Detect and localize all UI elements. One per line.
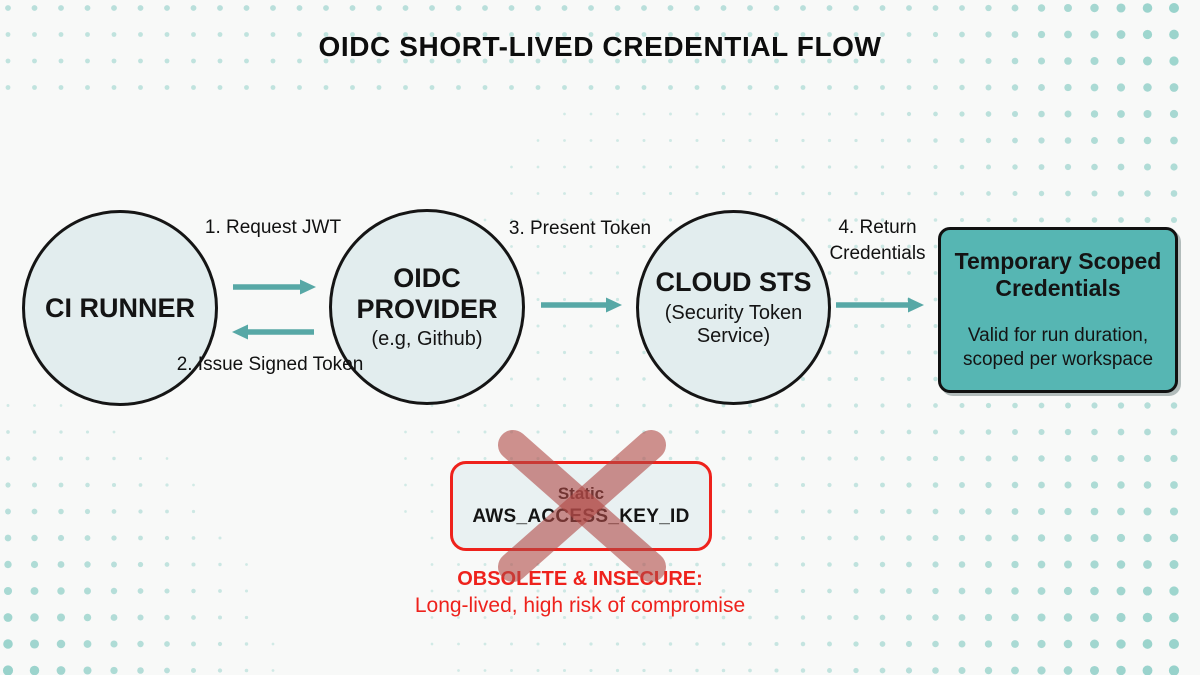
node-ci-runner-label: CI RUNNER — [44, 292, 195, 323]
node-oidc-provider: OIDC PROVIDER (e.g, Github) — [329, 209, 525, 405]
step-3-label: 3. Present Token — [508, 218, 652, 239]
node-cloud-sts: CLOUD STS (Security Token Service) — [636, 210, 831, 405]
diagram-title: OIDC SHORT-LIVED CREDENTIAL FLOW — [318, 31, 882, 62]
result-box-body: Valid for run duration, scoped per works… — [962, 324, 1154, 371]
step-2-label: 2. Issue Signed Token — [176, 354, 364, 375]
step-1-label: 1. Request JWT — [204, 217, 342, 238]
step-4-label: 4. Return Credentials — [829, 217, 926, 264]
warning-title: OBSOLETE & INSECURE: — [457, 568, 703, 590]
arrow-step-1-icon — [233, 279, 316, 295]
result-box-title: Temporary Scoped Credentials — [954, 247, 1162, 301]
node-oidc-provider-sublabel: (e.g, Github) — [371, 327, 483, 350]
arrow-step-4-icon — [836, 297, 924, 313]
deprecated-box-line2: AWS_ACCESS_KEY_ID — [472, 506, 690, 527]
arrow-step-3-icon — [541, 297, 622, 313]
deprecated-box-line1: Static — [557, 484, 605, 503]
node-cloud-sts-sublabel: (Security Token Service) — [664, 301, 803, 347]
node-cloud-sts-label: CLOUD STS — [655, 267, 812, 298]
node-oidc-provider-label: OIDC PROVIDER — [356, 263, 498, 324]
warning-text: OBSOLETE & INSECURE: Long-lived, high ri… — [330, 566, 830, 619]
node-ci-runner: CI RUNNER — [22, 210, 218, 406]
arrow-step-2-icon — [232, 324, 314, 340]
result-box: Temporary Scoped Credentials Valid for r… — [938, 227, 1178, 393]
deprecated-credential-box: Static AWS_ACCESS_KEY_ID — [450, 461, 712, 551]
warning-body: Long-lived, high risk of compromise — [414, 594, 746, 617]
